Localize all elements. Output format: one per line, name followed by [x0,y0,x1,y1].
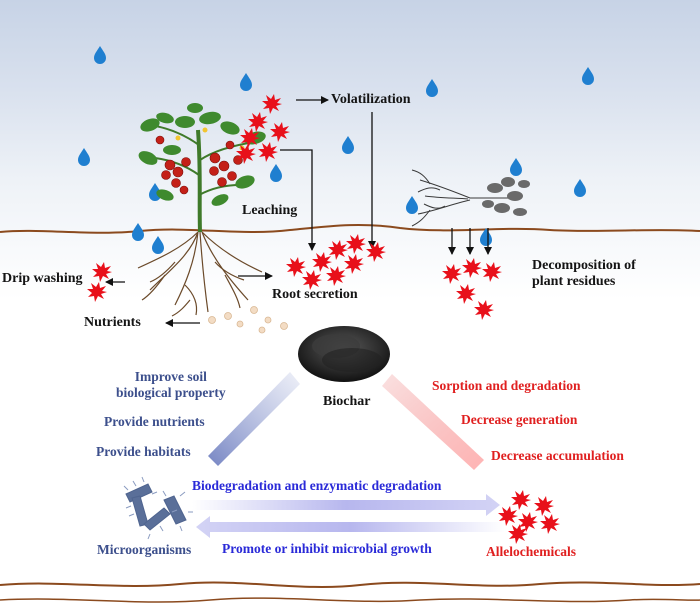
water-drop-icon [78,148,90,166]
soil-surface-line [0,223,700,234]
water-drop-icon [94,46,106,64]
spiky-particle-icon [511,490,531,510]
water-drop-icon [152,236,164,254]
biochar-label: Biochar [323,394,371,409]
spiky-particle-icon [87,282,107,302]
allelochemicals-soil [286,234,386,290]
provide-nutrients-label: Provide nutrients [104,414,205,429]
leaching-arrow [280,149,316,251]
decomposition-arrows [448,228,492,255]
promote-inhibit-label: Promote or inhibit microbial growth [222,541,432,556]
water-drop-icon [426,79,438,97]
biochar-to-microbes-band [208,372,300,466]
spiky-particle-icon [262,94,282,114]
drip-washing-label: Drip washing [2,271,83,286]
spiky-particle-icon [258,142,278,162]
decrease-accumulation-label: Decrease accumulation [491,448,624,463]
spiky-particle-icon [344,254,364,274]
spiky-particle-icon [442,264,462,284]
biodegradation-arrow [192,494,500,516]
spiky-particle-icon [462,258,482,278]
sorption-label: Sorption and degradation [432,378,581,393]
nutrients-label: Nutrients [84,315,141,330]
spiky-particle-icon [534,496,554,516]
microorganisms-label: Microorganisms [97,542,192,557]
improve-soil-label: Improve soil biological property [116,369,226,400]
spiky-particle-icon [286,257,306,277]
spiky-particle-icon [482,262,502,282]
allelochemicals-cluster [498,490,560,544]
water-droplets [78,46,594,254]
spiky-particle-icon [366,242,386,262]
spiky-particle-icon [92,262,112,282]
water-drop-icon [132,223,144,241]
allelochemicals-residue [442,258,502,320]
spiky-particle-icon [270,122,290,142]
water-drop-icon [342,136,354,154]
plant-residue-icon [411,169,530,227]
root-secretion-label: Root secretion [272,287,358,302]
spiky-particle-icon [346,234,366,254]
biochar-pile-icon [298,326,390,382]
microorganism-icon [123,476,193,540]
water-drop-icon [240,73,252,91]
decrease-generation-label: Decrease generation [461,412,578,427]
decomposition-label: Decomposition of plant residues [532,258,636,290]
spiky-particle-icon [474,300,494,320]
volatilization-label: Volatilization [331,92,411,107]
water-drop-icon [582,67,594,85]
spiky-particle-icon [540,514,560,534]
spiky-particle-icon [508,524,528,544]
bottom-soil-line [0,597,700,603]
leaching-label: Leaching [242,203,298,218]
biochar-to-allelochemicals-band [382,374,484,470]
water-drop-icon [480,228,492,246]
water-drop-icon [270,164,282,182]
spiky-particle-icon [456,284,476,304]
nutrient-bubbles [208,306,288,334]
allelochemicals-volatile [236,94,290,164]
water-drop-icon [510,158,522,176]
microbial-growth-arrow [196,516,505,538]
spiky-particle-icon [328,240,348,260]
allelochemicals-label: Allelochemicals [486,544,576,559]
provide-habitats-label: Provide habitats [96,444,191,459]
biodegradation-label: Biodegradation and enzymatic degradation [192,478,442,493]
water-drop-icon [574,179,586,197]
spiky-particle-icon [248,112,268,132]
water-drop-icon [406,196,418,214]
spiky-particle-icon [518,512,538,532]
bottom-soil-line [0,581,700,589]
